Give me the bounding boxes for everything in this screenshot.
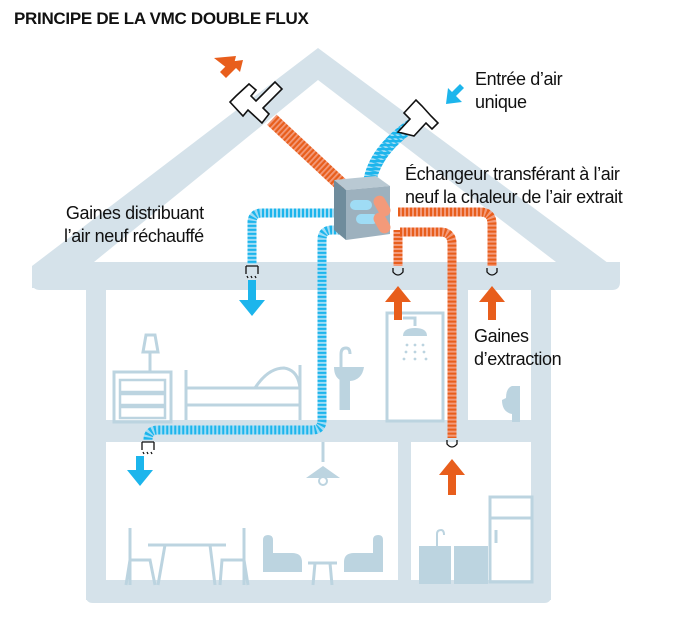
airflow-arrows	[127, 56, 505, 495]
ducts	[143, 114, 497, 441]
label-supply-ducts-line2: l’air neuf réchauffé	[64, 226, 204, 246]
label-exchanger-line2: neuf la chaleur de l’air extrait	[405, 187, 623, 207]
label-supply-ducts-line1: Gaines distribuant	[65, 203, 204, 223]
heat-exchanger-unit	[334, 176, 391, 240]
exhaust-terminal-icon	[228, 80, 284, 125]
vent-grilles	[141, 265, 498, 455]
label-exchanger-line1: Échangeur transférant à l’air	[405, 164, 620, 184]
nightstand-icon	[112, 370, 173, 424]
label-air-inlet-line2: unique	[475, 92, 527, 112]
extract-duct-toilet	[398, 207, 497, 266]
chair-right-icon	[218, 528, 250, 586]
supply-vent-bedroom	[245, 265, 259, 279]
inlet-arrow-icon	[446, 84, 464, 104]
kitchen-cabinet-2-icon	[454, 546, 488, 584]
extract-vent-shower	[392, 268, 404, 276]
dining-table-icon	[148, 543, 226, 586]
roof-terminals	[228, 80, 440, 137]
label-supply-ducts: Gaines distribuant l’air neuf réchauffé	[64, 202, 204, 248]
armchair-right-icon	[344, 535, 383, 585]
supply-arrow-living-icon	[127, 456, 153, 486]
label-extract-ducts-line1: Gaines	[474, 326, 529, 346]
label-exchanger: Échangeur transférant à l’air neuf la ch…	[405, 163, 623, 209]
bed-icon	[184, 365, 302, 420]
toilet-icon	[502, 386, 520, 422]
chair-left-icon	[124, 528, 157, 586]
label-extract-ducts-line2: d’extraction	[474, 349, 562, 369]
lamp-icon	[141, 333, 160, 372]
shower-head-icon	[403, 316, 417, 326]
extract-arrow-kitchen-icon	[439, 459, 465, 495]
foundation	[86, 580, 551, 603]
kitchen-cabinet-icon	[419, 546, 451, 584]
label-air-inlet: Entrée d’air unique	[475, 68, 563, 114]
fridge-icon	[488, 495, 534, 584]
label-extract-ducts: Gaines d’extraction	[474, 325, 562, 371]
extract-arrow-toilet-icon	[479, 286, 505, 320]
supply-duct-bedroom	[247, 208, 372, 264]
interior-wall-bathroom	[456, 280, 468, 425]
inlet-terminal-icon	[396, 98, 440, 137]
supply-duct-living	[143, 225, 372, 441]
shower-water	[402, 343, 428, 361]
kitchen-faucet-icon	[436, 528, 445, 546]
extract-vent-toilet	[486, 268, 498, 276]
diagram-title: PRINCIPE DE LA VMC DOUBLE FLUX	[14, 9, 309, 28]
interior-wall-kitchen	[398, 438, 411, 588]
exhaust-arrow-icon	[214, 56, 243, 78]
furniture-filled	[263, 328, 520, 585]
armchair-left-icon	[263, 535, 302, 585]
furniture	[112, 311, 534, 586]
exhaust-duct	[267, 114, 350, 194]
shower-cabin-icon	[385, 311, 445, 423]
extract-arrow-shower-icon	[385, 286, 411, 320]
extract-duct-kitchen	[400, 227, 457, 438]
coffee-table-icon	[308, 561, 337, 586]
label-air-inlet-line1: Entrée d’air	[475, 69, 563, 89]
extract-vent-kitchen	[446, 440, 458, 448]
supply-vent-living	[141, 441, 155, 455]
washbasin-icon	[339, 346, 352, 410]
shower-head	[403, 328, 427, 336]
hanging-lamp-shade	[306, 466, 340, 478]
supply-arrow-bedroom-icon	[239, 280, 265, 316]
washbasin-bowl	[334, 367, 364, 410]
